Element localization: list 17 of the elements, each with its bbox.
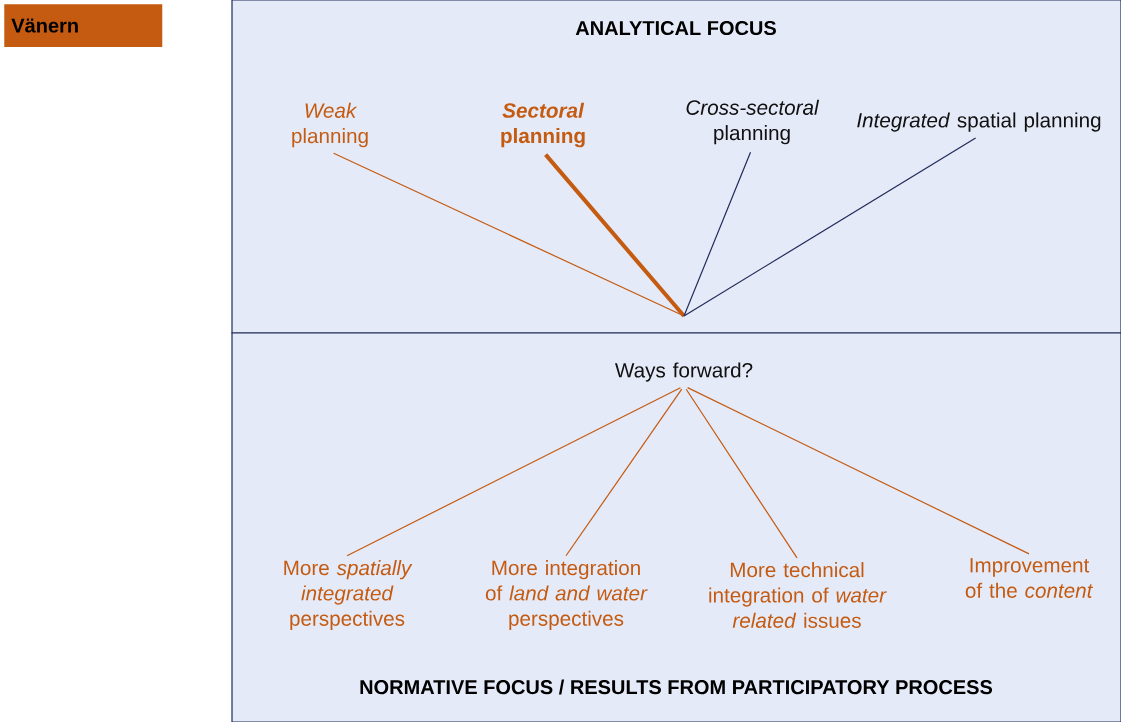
node-label: Sectoral planning [501,102,585,148]
connector-line [544,153,686,318]
connector-line [346,387,682,557]
node-label: Ways forward? [615,362,753,382]
node-label: Integrated spatial planning [857,112,1101,132]
connector-line [683,151,752,317]
node-label: Cross-sectoral planning [686,99,820,145]
node-label: More integration of land and water perspectives [485,560,648,630]
node-label: More spatially integrated perspectives [284,560,413,630]
connector-line [685,388,798,559]
node-label: Weak planning [292,102,368,148]
node-label: Improvement of the content [965,558,1094,598]
connector-line [687,387,1030,555]
connector-line [565,388,683,557]
tag-box: Vänern [4,4,163,47]
connector-line [683,137,977,317]
node-label: More technical integration of water related issues [709,562,887,628]
